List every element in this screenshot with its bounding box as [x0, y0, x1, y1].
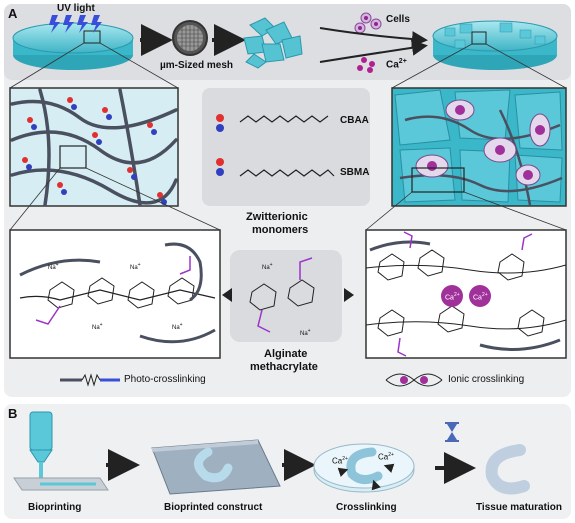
ionic-crosslinking-label: Ionic crosslinking — [448, 374, 525, 385]
cells-icon — [354, 12, 382, 34]
zwitterionic-network-box — [9, 87, 179, 207]
step-bioprinted-construct: Bioprinted construct — [164, 502, 263, 513]
na-label-3: Na+ — [92, 322, 103, 331]
step-bioprinting: Bioprinting — [28, 502, 82, 513]
na-label-1: Na+ — [48, 262, 59, 271]
bioprinted-construct-icon — [151, 439, 281, 495]
cells-cluster — [415, 99, 551, 186]
pointer-left-icon — [222, 288, 232, 302]
photo-crosslinking-legend-icon — [60, 373, 120, 387]
photo-crosslinking-label: Photo-crosslinking — [124, 374, 206, 385]
sbma-label: SBMA — [340, 167, 370, 178]
ionic-crosslinked-alginate-box — [365, 229, 567, 359]
zoom-lines-lower — [9, 167, 567, 231]
monomer-structures-box — [202, 88, 370, 206]
uv-lightning-icon — [49, 15, 102, 33]
dish-ca-label-2: Ca2+ — [378, 452, 394, 462]
calcium-label: Ca2+ — [386, 58, 407, 71]
uv-light-label: UV light — [57, 3, 95, 14]
cell-laden-disk — [432, 20, 558, 70]
ca-ion-label-2: Ca2+ — [473, 292, 488, 302]
microgel-fragments-icon — [243, 17, 303, 69]
crosslinking-dish-icon — [313, 443, 415, 493]
ca-ion-label-1: Ca2+ — [445, 292, 460, 302]
mature-tissue-icon — [485, 444, 530, 495]
step-tissue-maturation: Tissue maturation — [476, 502, 562, 513]
cells-label: Cells — [386, 14, 410, 25]
ionic-crosslinking-legend-icon — [385, 373, 443, 387]
cbaa-label: CBAA — [340, 115, 369, 126]
na-label-5: Na+ — [262, 262, 273, 271]
mesh-icon — [172, 20, 208, 56]
panel-a-label: A — [8, 6, 18, 21]
bioprinter-nozzle-icon — [13, 411, 109, 491]
arrow-ca — [319, 39, 428, 63]
zoom-lines — [9, 42, 567, 89]
na-label-4: Na+ — [172, 322, 183, 331]
arrow-cells — [319, 27, 428, 48]
photo-crosslinked-alginate-box — [9, 229, 221, 359]
dish-ca-label-1: Ca2+ — [332, 456, 348, 466]
methacrylate-label: methacrylate — [250, 361, 318, 373]
zwitterionic-label: Zwitterionic — [246, 211, 308, 223]
cell-microgel-box — [391, 87, 567, 207]
step-crosslinking: Crosslinking — [336, 502, 397, 513]
pointer-right-icon — [344, 288, 354, 302]
calcium-ions-icon — [357, 57, 375, 73]
monomers-label: monomers — [252, 224, 309, 236]
na-label-6: Na+ — [300, 328, 311, 337]
alginate-label: Alginate — [264, 348, 308, 360]
na-label-2: Na+ — [130, 262, 141, 271]
calcium-ion-2 — [469, 285, 491, 307]
hourglass-icon — [445, 422, 459, 442]
calcium-ion-1 — [441, 285, 463, 307]
alginate-methacrylate-box — [230, 250, 342, 342]
mesh-label: µm-Sized mesh — [160, 60, 234, 71]
panel-b-label: B — [8, 406, 18, 421]
uv-hydrogel-disk — [12, 22, 134, 70]
